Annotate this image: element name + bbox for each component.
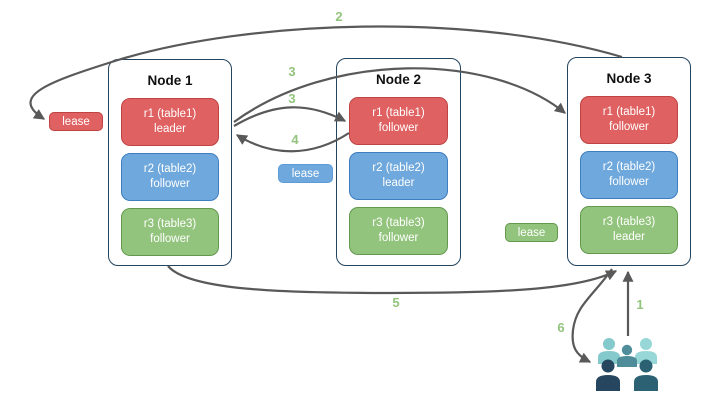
replica-role: follower	[609, 176, 649, 188]
replica-name: r1 (table1)	[143, 108, 197, 120]
step-label-3-lower: 3	[288, 91, 296, 106]
replica-name: r1 (table1)	[602, 106, 656, 118]
node-title: Node 1	[147, 73, 193, 88]
replica-r2-table2-node1: r2 (table2) follower	[121, 153, 219, 201]
replica-r1-table1-node2: r1 (table1) follower	[349, 97, 448, 145]
replica-r1-table1-node3: r1 (table1) follower	[580, 96, 678, 144]
replica-r2-table2-node2: r2 (table2) leader	[349, 152, 448, 200]
node-title: Node 2	[375, 72, 421, 87]
node-box-3: Node 3 r1 (table1) follower r2 (table2) …	[567, 57, 691, 266]
replica-role: follower	[150, 233, 190, 245]
lease-label-red: lease	[49, 112, 103, 131]
replica-role: leader	[154, 123, 186, 135]
replica-role: leader	[382, 177, 415, 189]
replica-name: r2 (table2)	[372, 162, 425, 174]
replica-r2-table2-node3: r2 (table2) follower	[580, 151, 678, 199]
arrow-3-leader-to-node2	[233, 106, 347, 127]
replica-name: r3 (table3)	[143, 218, 197, 230]
arrow-5-node1-to-node3	[167, 265, 618, 295]
users-group-icon	[596, 338, 658, 391]
replica-r3-table3-node3: r3 (table3) leader	[580, 206, 678, 254]
step-label-6: 6	[557, 320, 565, 335]
node-box-1: Node 1 r1 (table1) leader r2 (table2) fo…	[108, 59, 232, 266]
step-label-2: 2	[335, 9, 343, 24]
replica-role: follower	[378, 232, 419, 244]
step-label-1: 1	[636, 297, 644, 312]
lease-label-green: lease	[505, 223, 558, 242]
replica-role: leader	[613, 231, 645, 243]
replica-r3-table3-node1: r3 (table3) follower	[121, 208, 219, 256]
replica-name: r1 (table1)	[372, 107, 425, 119]
node-box-2: Node 2 r1 (table1) follower r2 (table2) …	[336, 58, 461, 266]
lease-label-blue: lease	[278, 164, 333, 183]
node-title: Node 3	[606, 71, 652, 86]
replica-r1-table1-node1: r1 (table1) leader	[121, 98, 219, 146]
step-label-4: 4	[291, 132, 299, 147]
replica-role: follower	[150, 178, 190, 190]
replica-name: r2 (table2)	[602, 161, 656, 173]
replica-role: follower	[378, 122, 419, 134]
step-label-5: 5	[392, 295, 400, 310]
replica-name: r2 (table2)	[143, 163, 197, 175]
replica-name: r3 (table3)	[602, 216, 656, 228]
arrow-6-node3-to-users	[571, 268, 613, 363]
replica-name: r3 (table3)	[372, 217, 425, 229]
replica-role: follower	[609, 121, 649, 133]
step-label-3-upper: 3	[288, 64, 296, 79]
replica-r3-table3-node2: r3 (table3) follower	[349, 207, 448, 255]
